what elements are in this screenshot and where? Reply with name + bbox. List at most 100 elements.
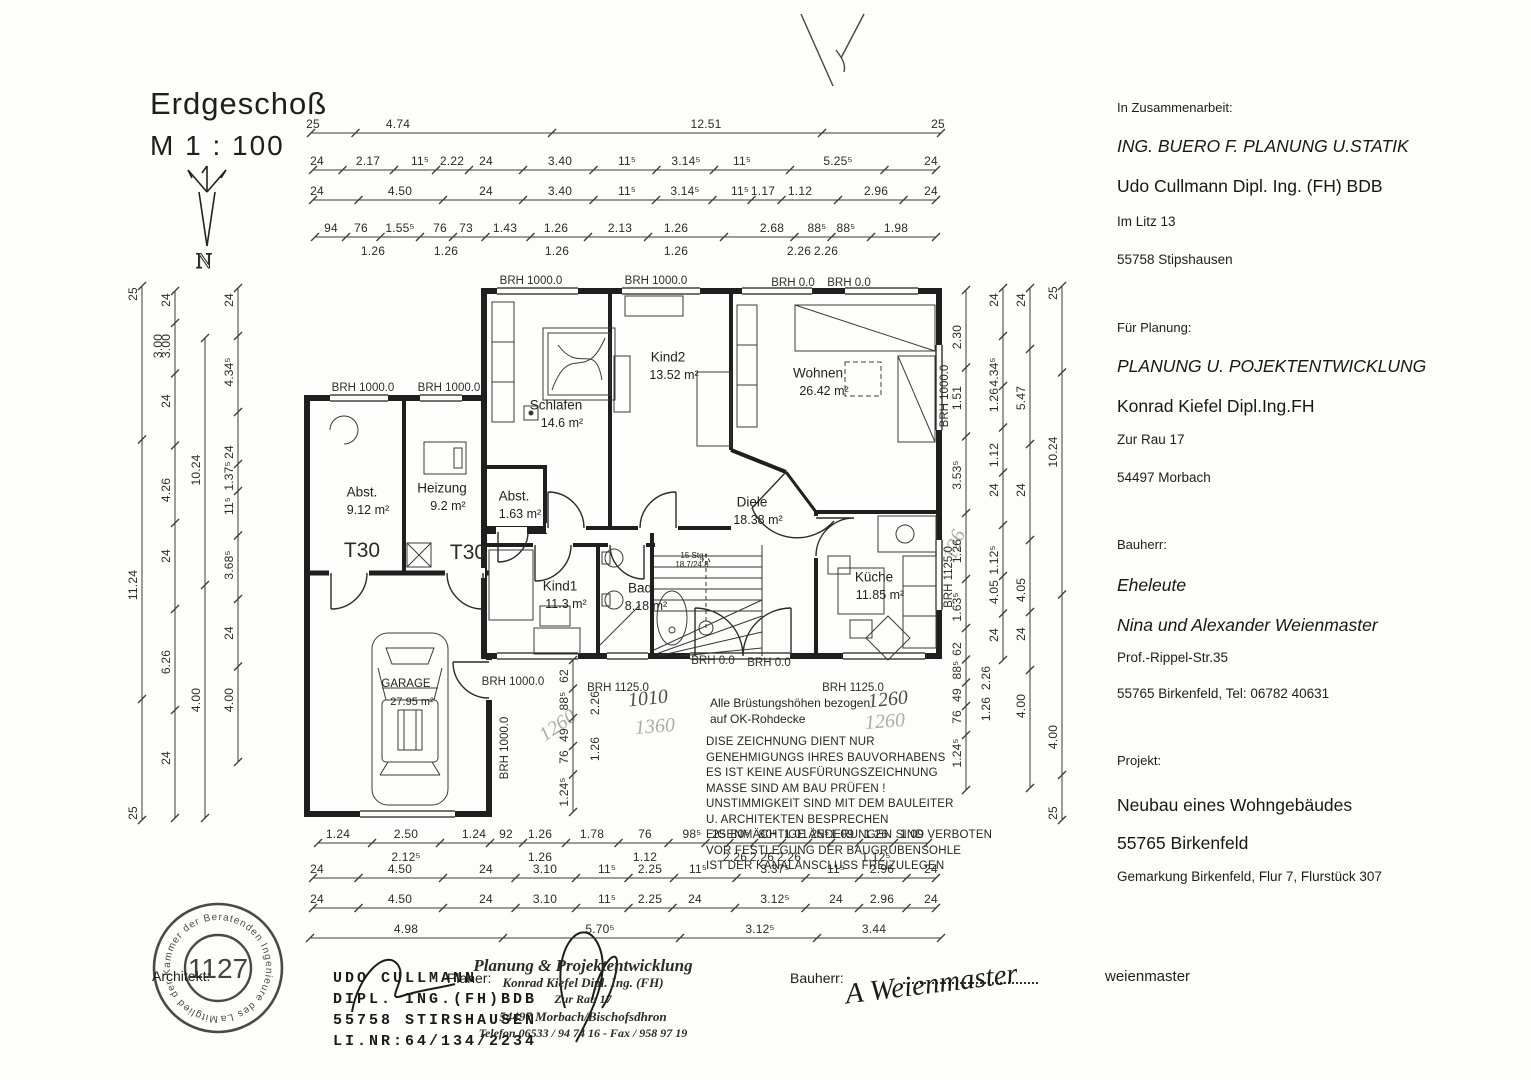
dimension-label: 1.37⁵ xyxy=(222,461,236,491)
dimension-label: 24 xyxy=(159,394,173,408)
dimension-label: 24 xyxy=(1014,483,1028,497)
dimension-label: 11⁵ xyxy=(688,862,708,876)
dimension-label: 3.10 xyxy=(532,862,558,876)
room-area-label: 8.18 m² xyxy=(624,599,668,613)
room-label: Wohnen xyxy=(792,365,844,381)
dimension-label: 1.55⁵ xyxy=(385,221,415,235)
dimension-label: 80⁵ xyxy=(730,827,750,841)
dimension-label: 25 xyxy=(1046,806,1060,820)
dimension-label: 2.26 xyxy=(786,244,812,258)
dimension-label: 49 xyxy=(557,728,571,742)
dimension-label: 11⁵ xyxy=(617,154,637,168)
room-area-label: 11.85 m² xyxy=(855,588,905,602)
dimension-label: 1.26 xyxy=(588,736,602,762)
planer-stamp-line: Zur Rau 17 xyxy=(554,992,612,1006)
room-area-label: 18.38 m² xyxy=(733,513,783,527)
dimension-label: 1.26 xyxy=(663,221,689,235)
dimension-label: 3.37⁵ xyxy=(760,862,790,876)
dimension-label: 1.12 xyxy=(987,442,1001,468)
dimension-label: 49 xyxy=(950,688,964,702)
dimension-label: 4.05 xyxy=(1014,577,1028,603)
north-arrow-icon: N xyxy=(187,165,227,274)
brh-label: BRH 0.0 xyxy=(691,655,735,667)
dimension-label: 4.34⁵ xyxy=(222,357,236,387)
dimension-label: 1.43 xyxy=(492,221,518,235)
dimension-label: 10.24 xyxy=(1046,436,1060,468)
dimension-label: 6.26 xyxy=(159,649,173,675)
dimension-label: 11⁵ xyxy=(410,154,430,168)
room-area-label: 9.12 m² xyxy=(346,503,390,517)
dimension-label: 2.96 xyxy=(869,892,895,906)
sidebar-text-line: 55765 Birkenfeld xyxy=(1117,833,1249,853)
dimension-label: 3.40 xyxy=(547,184,573,198)
dimension-label: 1.26 xyxy=(360,244,386,258)
brh-label: BRH 0.0 xyxy=(827,277,871,289)
dimension-label: 11⁵ xyxy=(730,184,750,198)
dimension-label: 76 xyxy=(557,750,571,764)
dimension-label: 4.34⁵ xyxy=(987,357,1001,387)
bauherr-label: Bauherr: xyxy=(790,970,844,986)
dimension-label: 11.24 xyxy=(126,569,140,601)
planer-label: Planer: xyxy=(447,970,492,986)
dimension-label: 1.26 xyxy=(950,538,964,564)
room-area-label: 11.3 m² xyxy=(545,597,587,611)
handwritten-note: 1260 xyxy=(864,709,906,734)
dimension-label: 24 xyxy=(829,892,843,906)
dimension-label: 92 xyxy=(499,827,513,841)
planer-stamp-line: Telefon 06533 / 94 74 16 - Fax / 958 97 … xyxy=(478,1026,688,1040)
dimension-label: 24 xyxy=(1014,293,1028,307)
dimension-label: 1.26 xyxy=(527,850,553,864)
dimension-label: 3.12⁵ xyxy=(760,892,790,906)
dimension-label: 25⁵ xyxy=(810,827,830,841)
room-label: Kind2 xyxy=(650,349,686,365)
dimension-label: 5.47 xyxy=(1014,385,1028,411)
dimension-label: 1.24⁵ xyxy=(557,777,571,807)
dimension-label: 24 xyxy=(479,154,493,168)
brh-label: BRH 0.0 xyxy=(771,277,815,289)
dimension-label: 3.40 xyxy=(547,154,573,168)
dimension-label: 1.26 xyxy=(543,221,569,235)
dimension-label: 24 xyxy=(222,626,236,640)
sidebar-text-line: 55765 Birkenfeld, Tel: 06782 40631 xyxy=(1117,686,1330,701)
dimension-label: 3.44 xyxy=(861,922,887,936)
dimension-label: 5.70⁵ xyxy=(585,922,615,936)
sidebar-text-line: Neubau eines Wohngebäudes xyxy=(1117,795,1353,815)
dimension-label: 24 xyxy=(159,751,173,765)
dimension-label: 24 xyxy=(479,862,493,876)
dimension-label: 25 xyxy=(931,117,945,131)
sidebar-text-line: 54497 Morbach xyxy=(1117,470,1211,485)
dimension-label: 1.12 xyxy=(787,184,813,198)
dimension-lines-group xyxy=(137,128,1067,943)
dimension-label: 2.22 xyxy=(439,154,465,168)
dimension-label: 76 xyxy=(433,221,447,235)
dimension-label: 4.50 xyxy=(387,862,413,876)
fold-mark xyxy=(800,13,865,87)
handwritten-note: 1360 xyxy=(634,714,676,739)
sidebar-text-line: 55758 Stipshausen xyxy=(1117,252,1233,267)
signatures-group xyxy=(351,931,618,1043)
dimension-label: 1.12⁵ xyxy=(987,545,1001,575)
furniture-group xyxy=(329,295,937,806)
room-label: Kind1 xyxy=(542,578,578,594)
dimension-label: 4.74 xyxy=(385,117,411,131)
bauherr-dotted-line xyxy=(903,982,1038,984)
sheet-title: Erdgeschoß xyxy=(150,86,328,121)
room-area-label: 1.63 m² xyxy=(498,507,542,521)
sheet-scale: M 1 : 100 xyxy=(150,130,285,161)
dimension-label: 1.26 xyxy=(433,244,459,258)
dimension-label: 24 xyxy=(310,892,324,906)
dimension-label: 2.25 xyxy=(637,892,663,906)
dimension-label: 1.09 xyxy=(899,827,925,841)
dimension-label: 11⁵ xyxy=(617,184,637,198)
dimension-label: 2.50 xyxy=(393,827,419,841)
dimension-label: 1.09 xyxy=(829,827,855,841)
dimension-label: 11⁵ xyxy=(732,154,752,168)
sidebar-text-line: Zur Rau 17 xyxy=(1117,432,1185,447)
room-label: GARAGE xyxy=(381,678,431,690)
dimension-label: 3.68⁵ xyxy=(222,550,236,580)
room-label: Abst. xyxy=(498,488,530,504)
